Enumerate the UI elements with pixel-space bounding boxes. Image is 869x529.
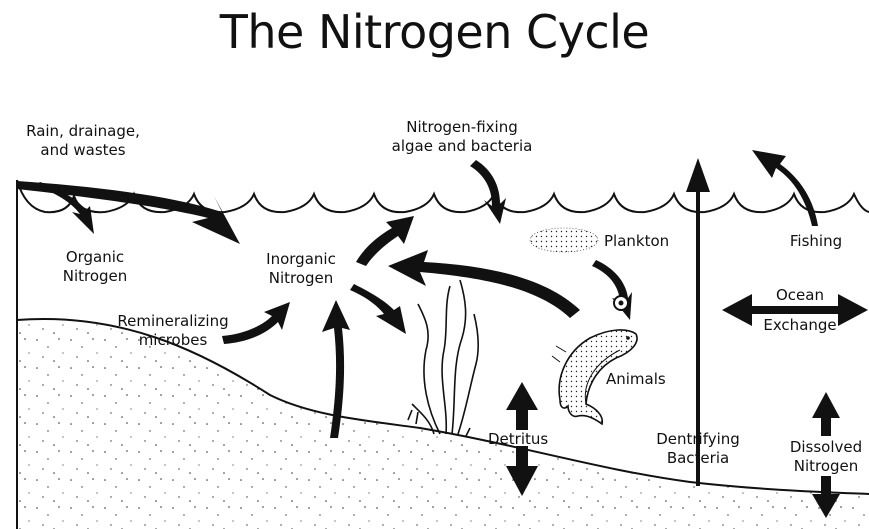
label-dentrifying-line1: Dentrifying <box>648 430 748 449</box>
label-rain: Rain, drainage, and wastes <box>18 122 148 160</box>
label-organic-nitrogen: Organic Nitrogen <box>50 248 140 286</box>
arrow-inorganic-up <box>356 216 414 266</box>
label-dentrifying-bacteria: Dentrifying Bacteria <box>648 430 748 468</box>
label-organic-line1: Organic <box>50 248 140 267</box>
plankton-cluster <box>530 228 598 252</box>
label-inorganic-nitrogen: Inorganic Nitrogen <box>256 250 346 288</box>
seaweed-plant <box>408 280 478 436</box>
label-rain-line1: Rain, drainage, <box>18 122 148 141</box>
label-dissolved-line1: Dissolved <box>780 438 869 457</box>
label-remin-line1: Remineralizing <box>108 312 238 331</box>
label-fixing-line2: algae and bacteria <box>372 137 552 156</box>
label-plankton: Plankton <box>604 232 684 251</box>
label-remineralizing-microbes: Remineralizing microbes <box>108 312 238 350</box>
label-inorganic-line1: Inorganic <box>256 250 346 269</box>
label-fishing: Fishing <box>776 232 856 251</box>
arrow-plankton-to-fish <box>592 260 632 320</box>
arrow-dissolved-up <box>812 392 840 436</box>
arrow-fixing-down <box>470 160 506 224</box>
label-rain-line2: and wastes <box>18 141 148 160</box>
label-organic-line2: Nitrogen <box>50 267 140 286</box>
arrow-inorganic-to-plant <box>350 284 406 334</box>
arrow-animals-to-inorganic <box>388 250 580 318</box>
label-exchange: Exchange <box>756 316 844 335</box>
label-dissolved-nitrogen: Dissolved Nitrogen <box>780 438 869 476</box>
sea-floor <box>17 319 869 529</box>
label-remin-line2: microbes <box>108 331 238 350</box>
arrow-fishing-up <box>752 150 818 226</box>
label-dissolved-line2: Nitrogen <box>780 457 869 476</box>
arrow-detritus-up <box>506 382 538 430</box>
label-inorganic-line2: Nitrogen <box>256 269 346 288</box>
label-fixing-line1: Nitrogen-fixing <box>372 118 552 137</box>
label-animals: Animals <box>606 370 676 389</box>
label-detritus: Detritus <box>488 430 558 449</box>
label-dentrifying-line2: Bacteria <box>648 449 748 468</box>
label-ocean: Ocean <box>760 286 840 305</box>
label-nitrogen-fixing: Nitrogen-fixing algae and bacteria <box>372 118 552 156</box>
